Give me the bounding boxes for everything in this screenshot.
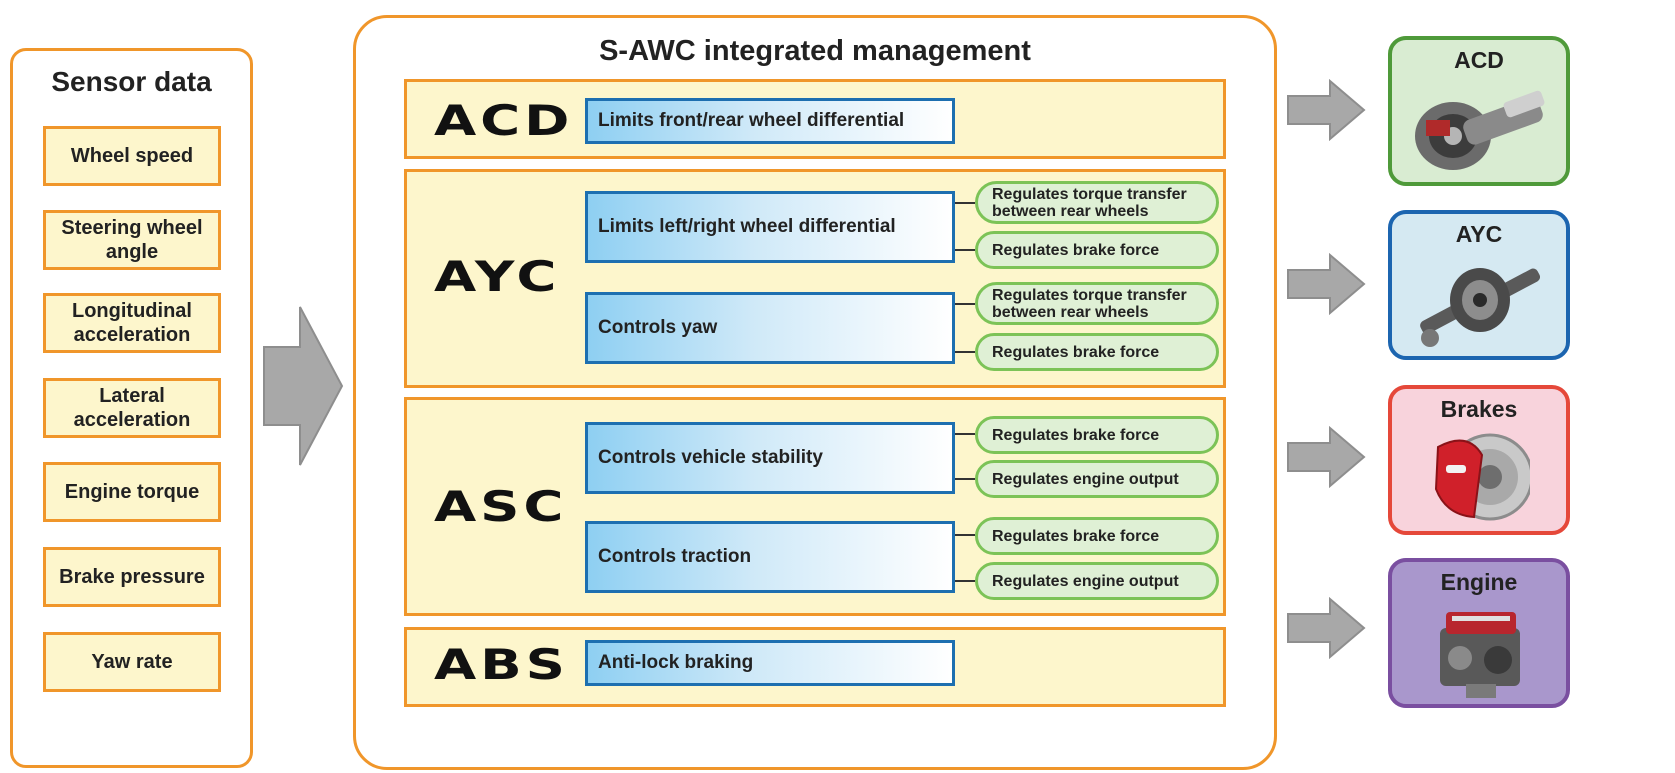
- output-arrow-icon: [1286, 426, 1366, 488]
- sensor-item-brake-pressure: Brake pressure: [43, 547, 221, 607]
- ayc-function-box-yaw: Controls yaw: [585, 292, 955, 364]
- output-title-brakes: Brakes: [1440, 396, 1518, 422]
- action-label: Regulates brake force: [992, 343, 1160, 361]
- engine-icon: [1426, 598, 1536, 708]
- abs-function-box: Anti-lock braking: [585, 640, 955, 686]
- ayc-action-brake-force: Regulates brake force: [975, 333, 1219, 371]
- output-arrow-icon: [1286, 253, 1366, 315]
- action-label: Regulates torque transfer between rear w…: [992, 286, 1187, 321]
- abs-label: ABS: [434, 640, 569, 689]
- connector-line: [955, 202, 975, 204]
- ayc-function-label: Limits left/right wheel differential: [598, 216, 896, 237]
- asc-function-box-stability: Controls vehicle stability: [585, 422, 955, 494]
- acd-function-label: Limits front/rear wheel differential: [598, 110, 905, 131]
- brake-caliper-icon: [1430, 425, 1534, 532]
- abs-function-label: Anti-lock braking: [598, 652, 754, 673]
- output-arrow-icon: [1286, 79, 1366, 141]
- asc-label: ASC: [434, 482, 568, 531]
- sensor-data-title: Sensor data: [51, 66, 212, 97]
- output-arrow-icon: [1286, 597, 1366, 659]
- sensor-item-steering-wheel-angle: Steering wheel angle: [43, 210, 221, 270]
- connector-line: [955, 433, 975, 435]
- sensor-item-lateral-acceleration: Lateral acceleration: [43, 378, 221, 438]
- connector-line: [955, 478, 975, 480]
- asc-action-engine-output: Regulates engine output: [975, 460, 1219, 498]
- ayc-action-torque-transfer: Regulates torque transfer between rear w…: [975, 282, 1219, 325]
- asc-function-box-traction: Controls traction: [585, 521, 955, 593]
- input-arrow-icon: [262, 305, 344, 467]
- connector-line: [955, 351, 975, 353]
- sensor-item-longitudinal-acceleration: Longitudinal acceleration: [43, 293, 221, 353]
- asc-action-brake-force: Regulates brake force: [975, 517, 1219, 555]
- action-label: Regulates brake force: [992, 241, 1160, 259]
- connector-line: [955, 249, 975, 251]
- action-label: Regulates engine output: [992, 470, 1179, 488]
- output-title-ayc: AYC: [1455, 221, 1503, 247]
- action-label: Regulates engine output: [992, 572, 1179, 590]
- sensor-item-engine-torque: Engine torque: [43, 462, 221, 522]
- transfer-case-icon: [1408, 78, 1558, 183]
- output-title-engine: Engine: [1440, 569, 1518, 595]
- asc-function-label: Controls vehicle stability: [598, 447, 823, 468]
- output-title-acd: ACD: [1454, 47, 1504, 73]
- sensor-item-wheel-speed: Wheel speed: [43, 126, 221, 186]
- acd-label: ACD: [434, 96, 574, 145]
- asc-action-engine-output: Regulates engine output: [975, 562, 1219, 600]
- ayc-action-torque-transfer: Regulates torque transfer between rear w…: [975, 181, 1219, 224]
- ayc-label: AYC: [434, 252, 561, 301]
- rear-differential-icon: [1410, 250, 1550, 360]
- s-awc-management-title: S-AWC integrated management: [599, 35, 1031, 67]
- sensor-item-yaw-rate: Yaw rate: [43, 632, 221, 692]
- action-label: Regulates torque transfer between rear w…: [992, 185, 1187, 220]
- asc-action-brake-force: Regulates brake force: [975, 416, 1219, 454]
- ayc-function-label: Controls yaw: [598, 317, 718, 338]
- connector-line: [955, 534, 975, 536]
- ayc-function-box-differential: Limits left/right wheel differential: [585, 191, 955, 263]
- ayc-action-brake-force: Regulates brake force: [975, 231, 1219, 269]
- acd-function-box: Limits front/rear wheel differential: [585, 98, 955, 144]
- action-label: Regulates brake force: [992, 527, 1160, 545]
- connector-line: [955, 580, 975, 582]
- action-label: Regulates brake force: [992, 426, 1160, 444]
- connector-line: [955, 303, 975, 305]
- asc-function-label: Controls traction: [598, 546, 752, 567]
